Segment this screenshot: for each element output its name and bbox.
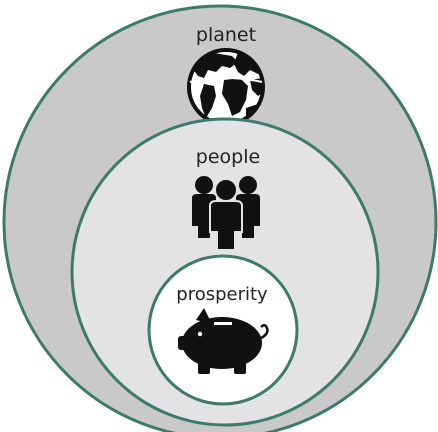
prosperity-ring: prosperity: [147, 254, 299, 406]
piggy-bank-icon: [178, 308, 269, 374]
globe-icon: [187, 48, 265, 126]
people-label: people: [196, 146, 260, 168]
planet-label: planet: [196, 24, 256, 46]
prosperity-label: prosperity: [176, 284, 268, 305]
people-group-icon: [192, 176, 260, 251]
